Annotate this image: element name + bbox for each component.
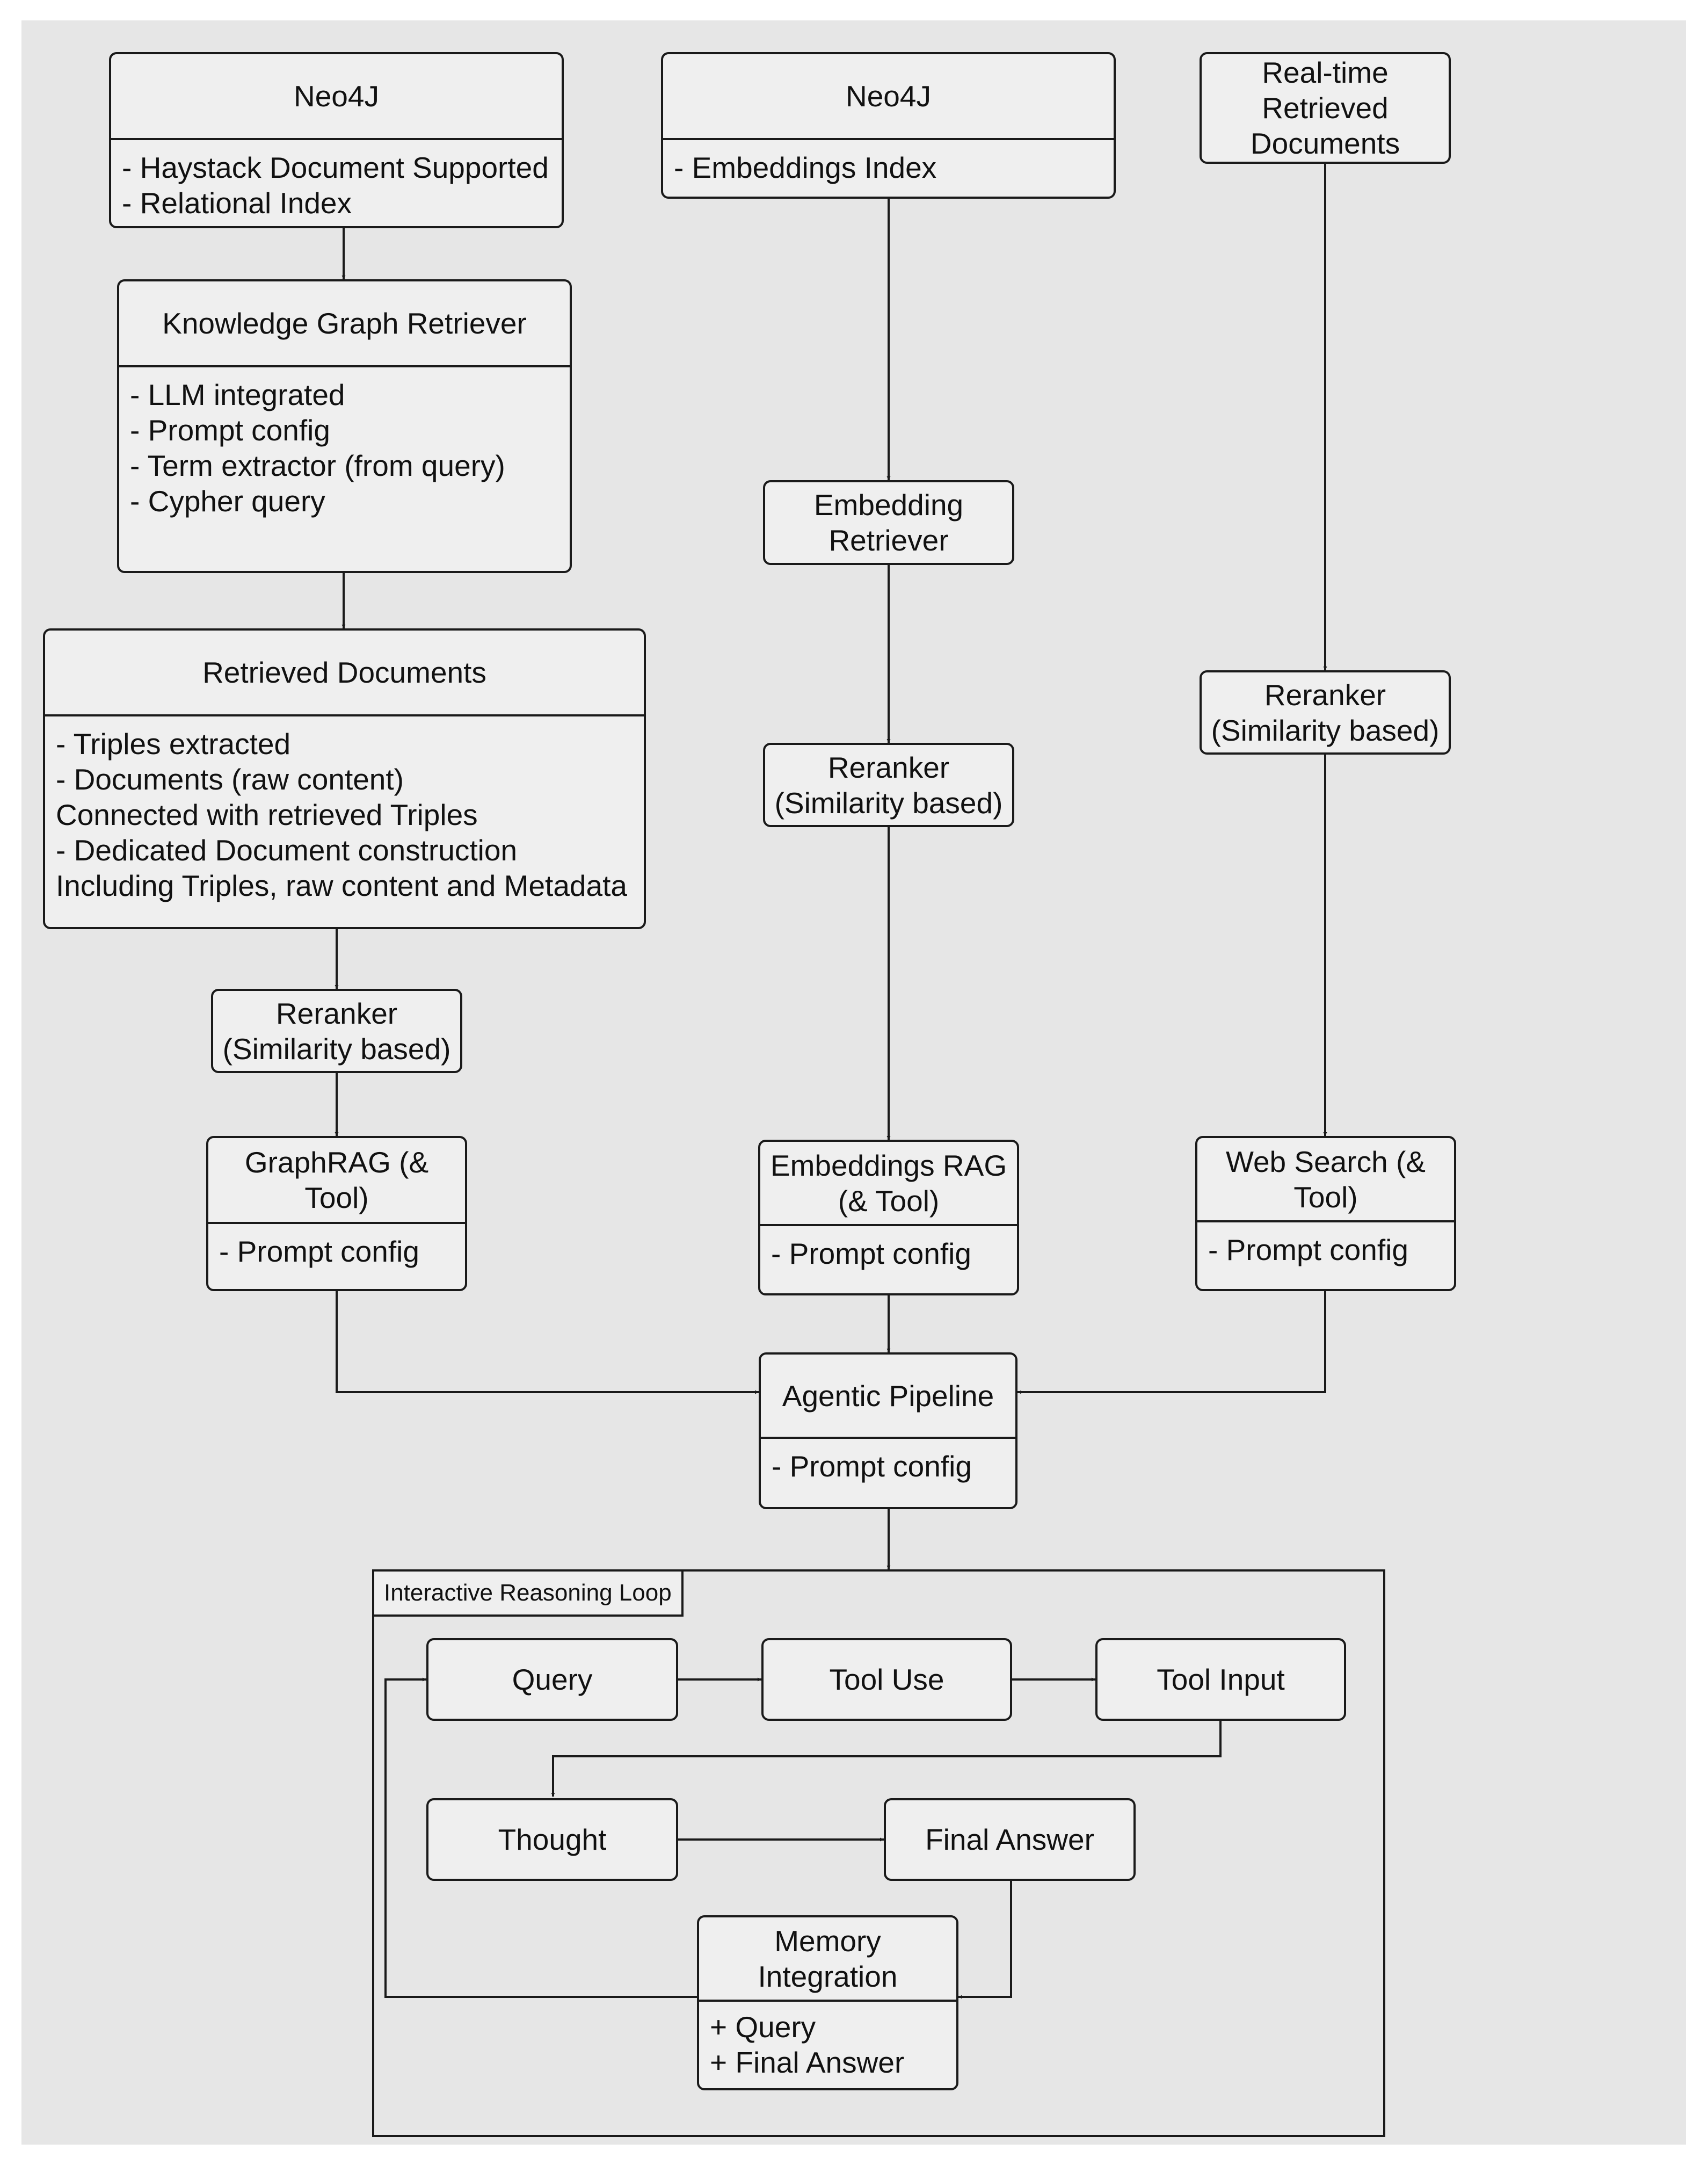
- node-line: Web Search (&: [1226, 1145, 1426, 1178]
- query-node: Query: [426, 1638, 678, 1721]
- graphrag-tool-body: - Prompt config: [208, 1224, 465, 1289]
- embeddings-rag-tool-body: - Prompt config: [760, 1226, 1017, 1293]
- node-line: Thought: [498, 1823, 607, 1856]
- neo4j-relational-body: - Haystack Document Supported - Relation…: [111, 140, 562, 226]
- neo4j-embeddings-body: - Embeddings Index: [663, 140, 1114, 197]
- node-line: Embeddings RAG: [770, 1148, 1007, 1182]
- node-item: Including Triples, raw content and Metad…: [56, 869, 627, 902]
- node-item: - LLM integrated: [130, 378, 345, 411]
- node-item: + Final Answer: [710, 2046, 905, 2079]
- node-item: - Prompt config: [219, 1235, 419, 1268]
- memory-integration-title: Memory Integration: [699, 1917, 956, 2002]
- reranker-graph-node: Reranker (Similarity based): [211, 989, 462, 1073]
- node-line: Tool Input: [1157, 1663, 1285, 1696]
- agentic-pipeline-body: - Prompt config: [761, 1439, 1015, 1507]
- node-item: - Haystack Document Supported: [122, 151, 549, 184]
- tool-use-node: Tool Use: [761, 1638, 1012, 1721]
- knowledge-graph-retriever-node: Knowledge Graph Retriever - LLM integrat…: [117, 279, 572, 573]
- tool-input-node: Tool Input: [1095, 1638, 1346, 1721]
- node-item: - Prompt config: [772, 1450, 972, 1483]
- final-answer-node: Final Answer: [884, 1798, 1136, 1881]
- node-item: - Dedicated Document construction: [56, 834, 518, 867]
- node-line: Reranker: [827, 750, 950, 784]
- web-search-tool-body: - Prompt config: [1197, 1222, 1454, 1289]
- embedding-retriever-node: Embedding Retriever: [763, 480, 1014, 565]
- embeddings-rag-tool-node: Embeddings RAG (& Tool) - Prompt config: [758, 1140, 1019, 1295]
- graphrag-tool-node: GraphRAG (& Tool) - Prompt config: [206, 1136, 467, 1291]
- node-line: Reranker: [1264, 678, 1386, 712]
- node-item: - Relational Index: [122, 186, 352, 220]
- web-search-tool-node: Web Search (& Tool) - Prompt config: [1195, 1136, 1456, 1291]
- retrieved-documents-body: - Triples extracted - Documents (raw con…: [45, 716, 644, 927]
- embeddings-rag-tool-title: Embeddings RAG (& Tool): [760, 1142, 1017, 1226]
- node-line: Retrieved: [1262, 91, 1389, 125]
- node-item: - Term extractor (from query): [130, 449, 505, 482]
- node-line: Reranker: [275, 996, 398, 1030]
- node-line: (Similarity based): [1211, 713, 1440, 747]
- thought-node: Thought: [426, 1798, 678, 1881]
- node-item: - Documents (raw content): [56, 763, 404, 796]
- node-item: - Prompt config: [1208, 1233, 1408, 1266]
- node-item: Connected with retrieved Triples: [56, 798, 478, 831]
- agentic-pipeline-node: Agentic Pipeline - Prompt config: [759, 1352, 1017, 1509]
- memory-integration-node: Memory Integration + Query + Final Answe…: [697, 1915, 958, 2090]
- memory-integration-body: + Query + Final Answer: [699, 2002, 956, 2088]
- node-line: Tool Use: [829, 1663, 944, 1696]
- web-search-tool-title: Web Search (& Tool): [1197, 1138, 1454, 1222]
- node-item: - Triples extracted: [56, 727, 291, 761]
- node-line: (Similarity based): [774, 786, 1003, 820]
- retrieved-documents-node: Retrieved Documents - Triples extracted …: [43, 628, 646, 929]
- neo4j-embeddings-title: Neo4J: [663, 54, 1114, 140]
- node-item: - Embeddings Index: [674, 151, 937, 184]
- graphrag-tool-title: GraphRAG (& Tool): [208, 1138, 465, 1224]
- node-line: (Similarity based): [222, 1032, 451, 1066]
- neo4j-relational-title: Neo4J: [111, 54, 562, 140]
- node-line: (& Tool): [838, 1184, 940, 1218]
- node-line: Retriever: [828, 524, 949, 557]
- realtime-documents-node: Real-time Retrieved Documents: [1200, 52, 1451, 164]
- node-item: + Query: [710, 2010, 816, 2044]
- node-item: - Prompt config: [130, 414, 330, 447]
- neo4j-embeddings-node: Neo4J - Embeddings Index: [661, 52, 1116, 199]
- node-line: Real-time: [1262, 56, 1389, 89]
- interactive-reasoning-loop-label: Interactive Reasoning Loop: [374, 1572, 684, 1617]
- node-line: Final Answer: [925, 1823, 1094, 1856]
- node-line: Embedding: [813, 488, 964, 522]
- node-item: - Prompt config: [771, 1237, 971, 1270]
- node-line: Documents: [1250, 127, 1400, 160]
- knowledge-graph-retriever-title: Knowledge Graph Retriever: [119, 281, 570, 367]
- interactive-reasoning-loop: Interactive Reasoning Loop: [372, 1569, 1385, 2137]
- agentic-pipeline-title: Agentic Pipeline: [761, 1355, 1015, 1439]
- node-line: Query: [512, 1663, 593, 1696]
- retrieved-documents-title: Retrieved Documents: [45, 631, 644, 716]
- node-item: - Cypher query: [130, 484, 325, 518]
- reranker-embeddings-node: Reranker (Similarity based): [763, 743, 1014, 827]
- knowledge-graph-retriever-body: - LLM integrated - Prompt config - Term …: [119, 367, 570, 571]
- reranker-web-node: Reranker (Similarity based): [1200, 670, 1451, 755]
- node-line: Tool): [1293, 1180, 1358, 1214]
- neo4j-relational-node: Neo4J - Haystack Document Supported - Re…: [109, 52, 564, 228]
